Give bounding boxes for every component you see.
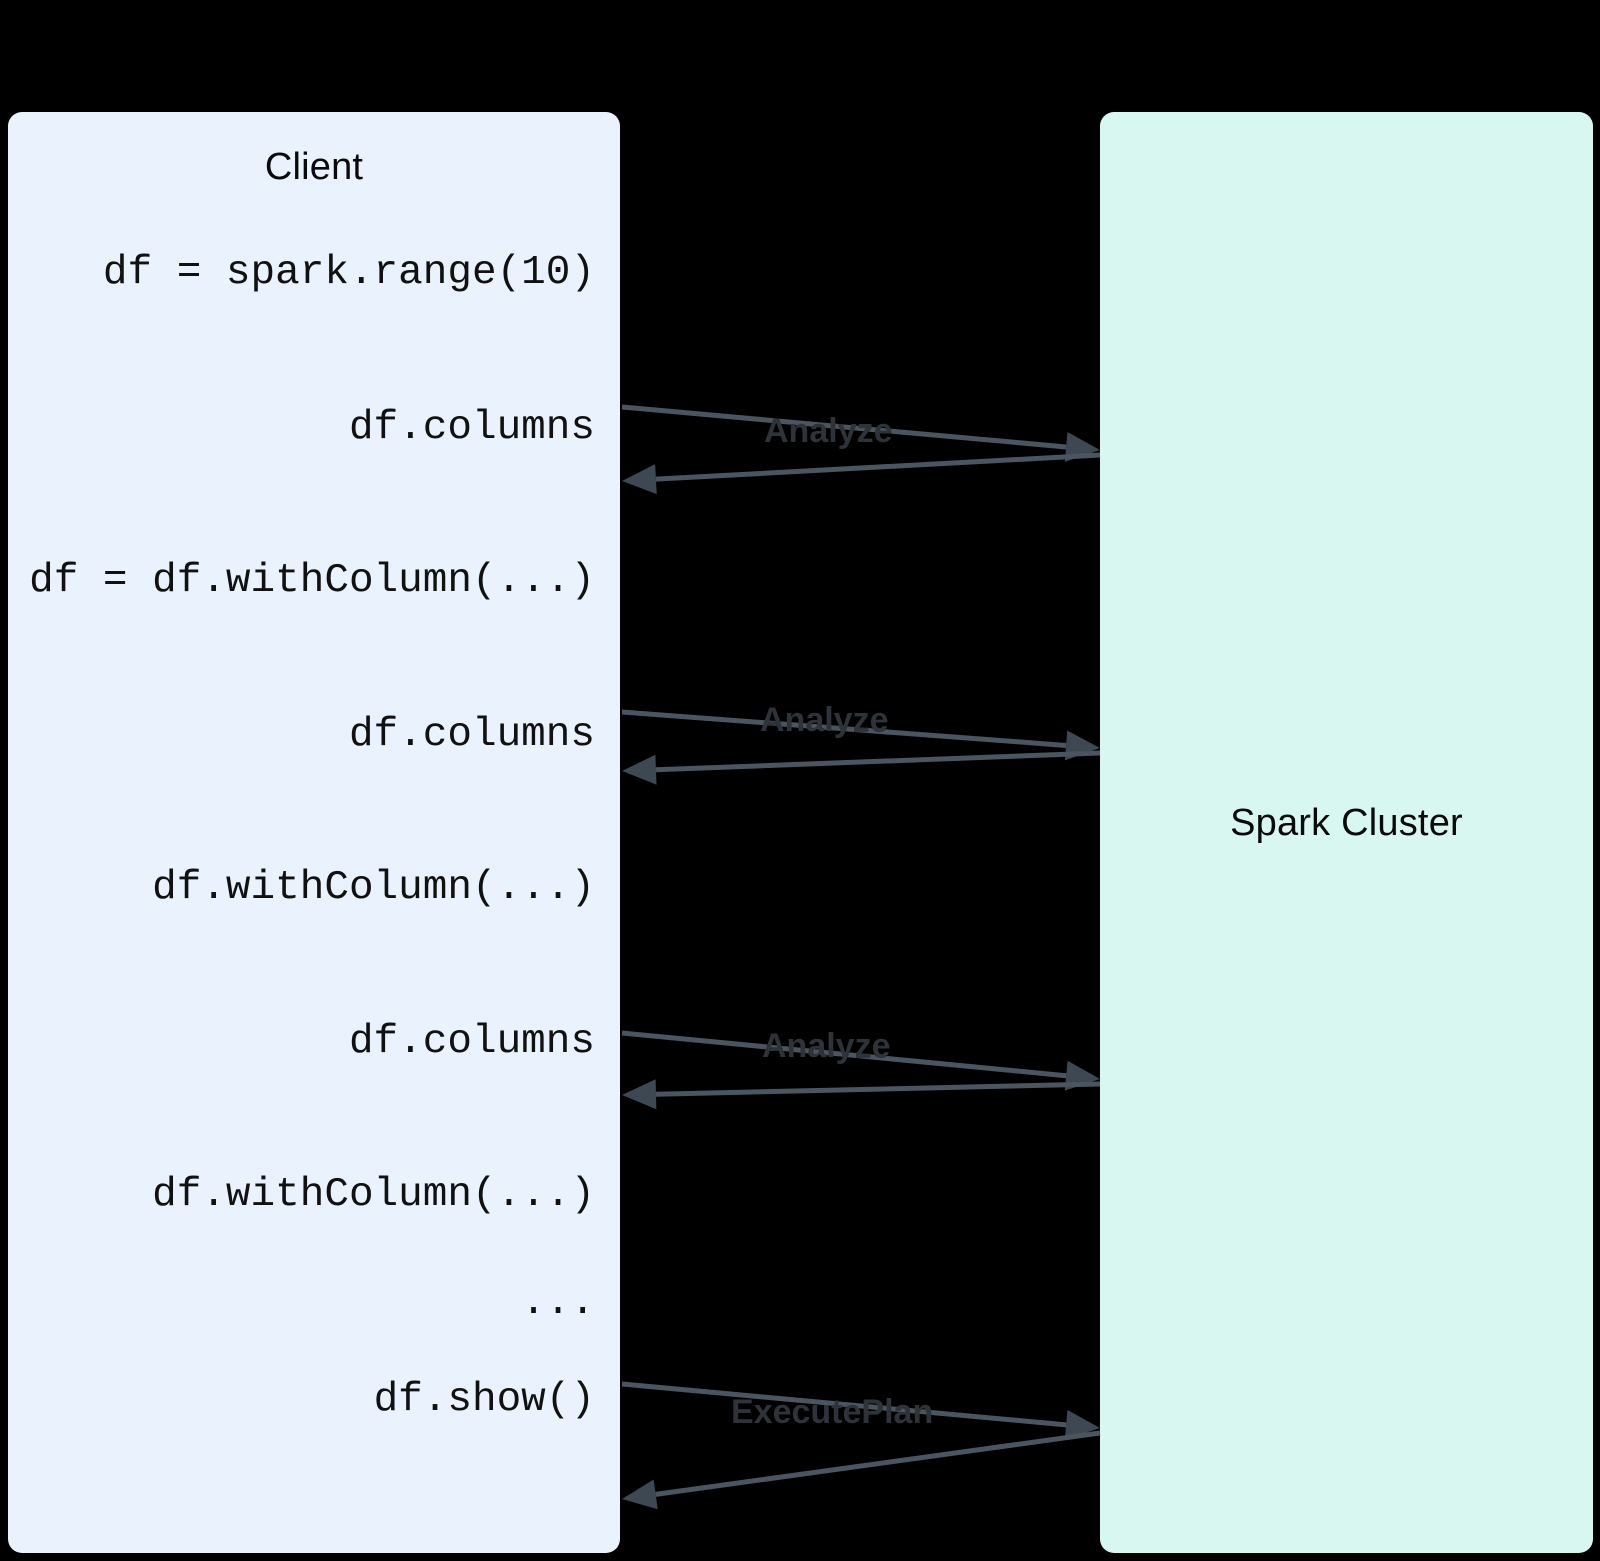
response-arrow-0-head [622,464,657,495]
message-label: Analyze [762,1027,891,1065]
client-code-line: df.withColumn(...) [152,865,595,911]
client-code-line: df.columns [348,1019,595,1065]
message-label: ExecutePlan [731,1393,934,1431]
response-arrow-2-line [655,1081,1101,1097]
response-arrow-1-head [622,754,657,785]
client-code-line: df.show() [373,1377,595,1423]
client-code-line: df.columns [348,405,595,451]
response-arrow-3-head [622,1479,658,1510]
client-code-line: df = spark.range(10) [102,250,595,296]
response-arrow-0-line [655,452,1101,482]
request-arrow-1-head [1064,730,1100,761]
message-label: Analyze [760,701,889,739]
response-arrow-3-line [655,1430,1101,1497]
request-arrow-0-head [1064,432,1100,462]
client-code-line: df.withColumn(...) [152,1172,595,1218]
spark-cluster-panel: Spark Cluster [1100,112,1593,1553]
message-label: Analyze [764,412,893,450]
response-arrow-1-line [655,750,1101,773]
request-arrow-2-head [1064,1060,1100,1091]
client-panel: Client [8,112,620,1553]
request-arrow-3-head [1064,1409,1100,1440]
client-code-line: df.columns [348,712,595,758]
response-arrow-2-head [622,1079,657,1110]
spark-cluster-panel-title: Spark Cluster [1230,802,1463,844]
client-panel-title: Client [264,146,364,188]
client-code-line: ... [521,1280,595,1326]
client-code-line: df = df.withColumn(...) [29,558,595,604]
